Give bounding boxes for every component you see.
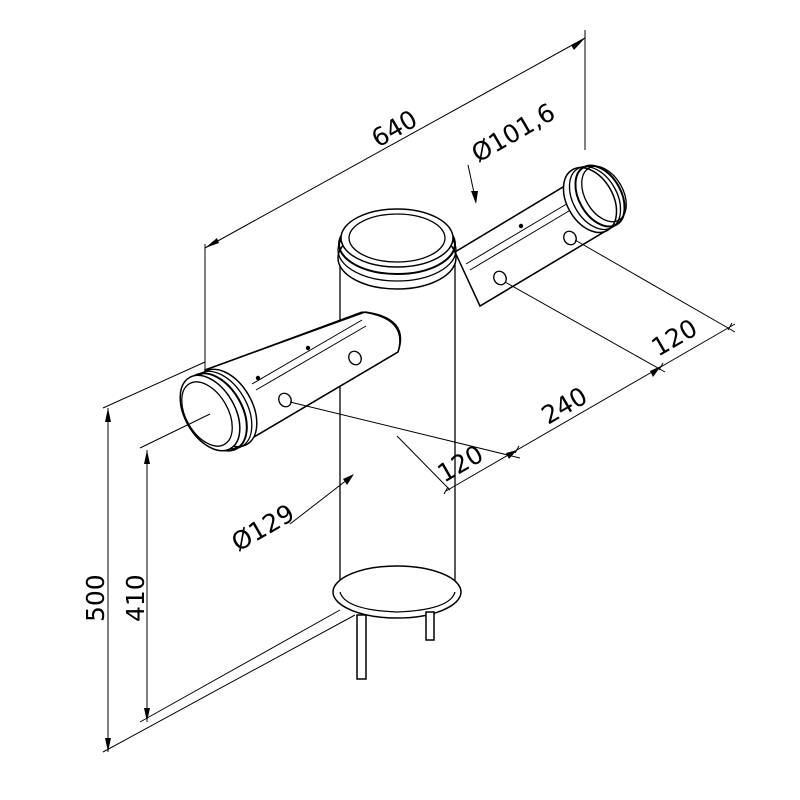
right-arm-tube — [454, 164, 627, 308]
dimension-label-post-diameter: Ø129 — [227, 498, 300, 557]
dimension-tube-diameter: Ø101,6 — [467, 97, 561, 204]
dimension-label-tube-diameter: Ø101,6 — [467, 97, 561, 168]
dimension-label-500: 500 — [81, 574, 110, 622]
dimension-label-410: 410 — [121, 574, 150, 622]
dimension-label-120-right: 120 — [647, 313, 703, 362]
central-post — [332, 208, 462, 680]
dimension-label-640: 640 — [367, 104, 423, 153]
dimension-post-diameter: Ø129 — [227, 474, 354, 557]
dimension-heights: 500 410 — [81, 361, 356, 753]
